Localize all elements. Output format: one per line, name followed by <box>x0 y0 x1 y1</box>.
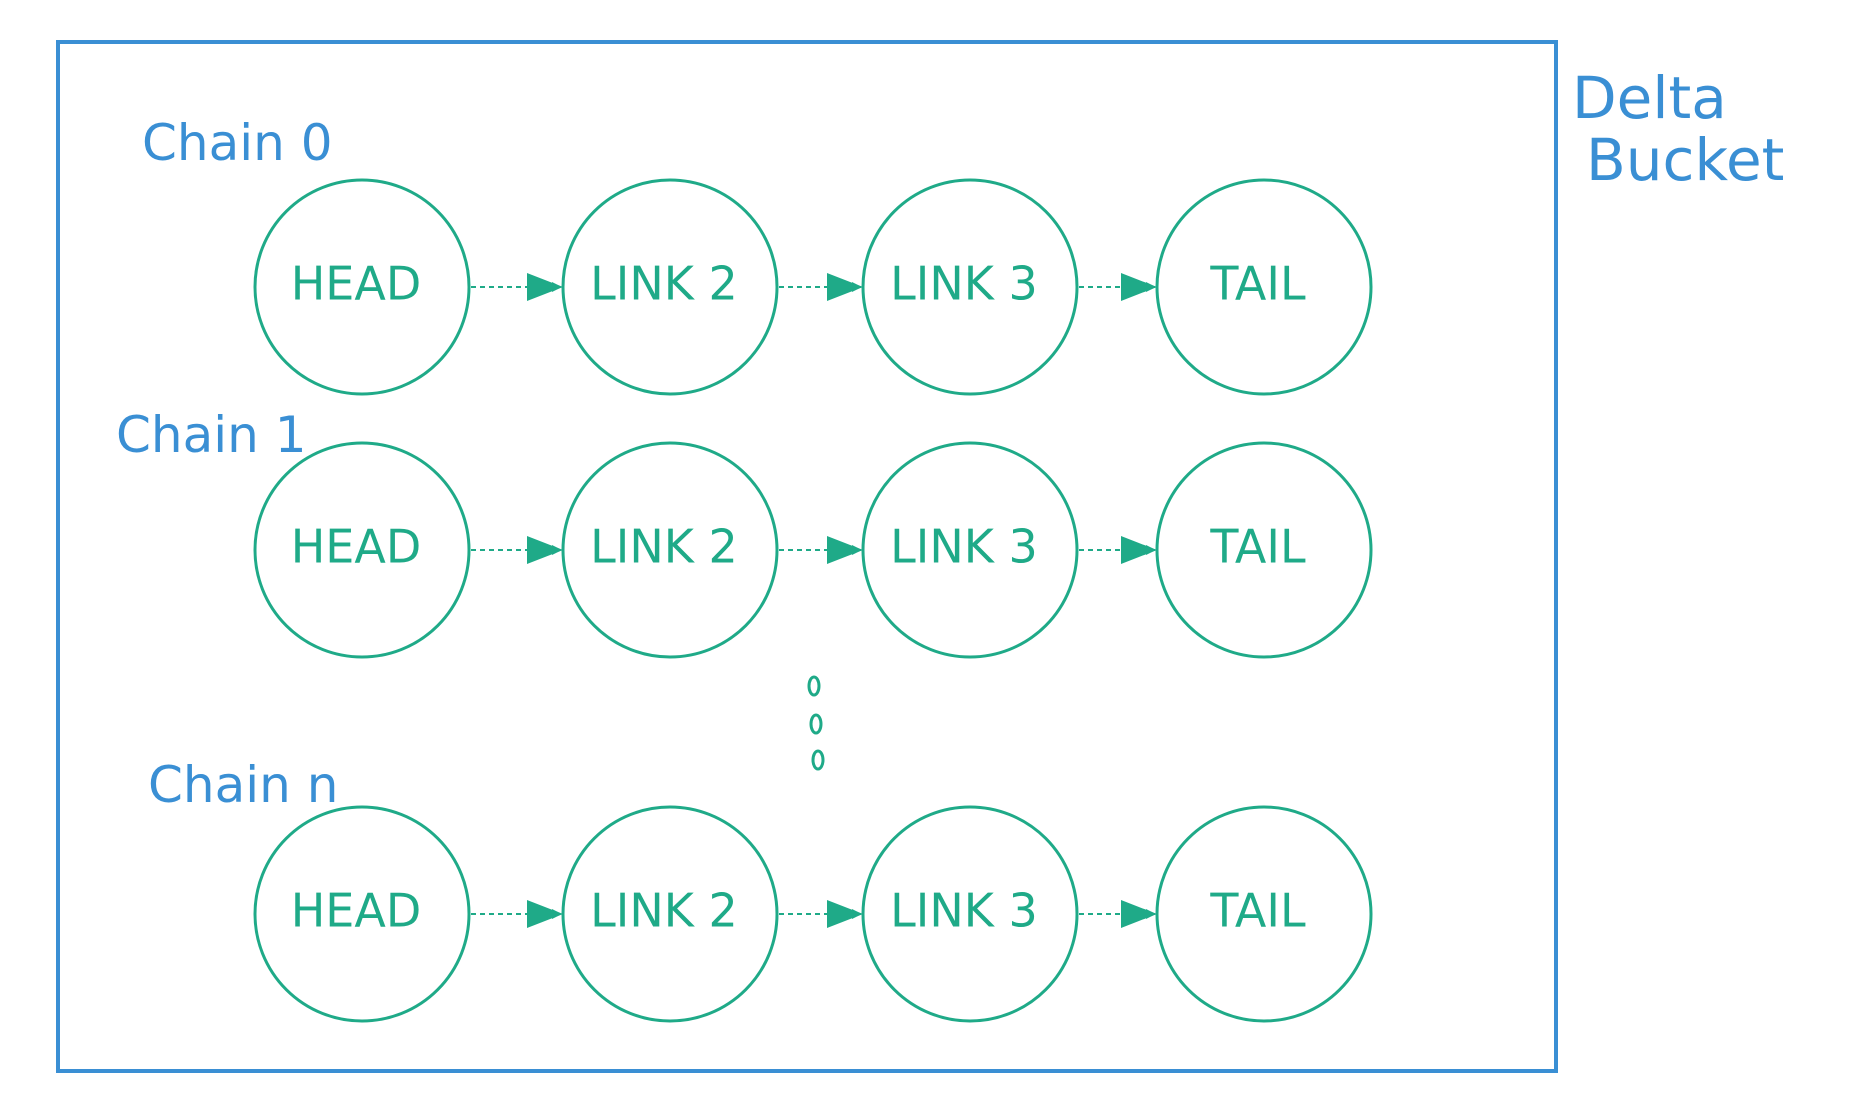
node-label: HEAD <box>291 884 422 938</box>
node-circle <box>561 178 779 396</box>
ellipsis-dot <box>811 749 825 771</box>
chain-0: Chain 0 HEAD LINK 2 LINK 3 TAIL <box>142 114 1373 396</box>
arrowhead-triangle <box>827 273 863 301</box>
chain-node: LINK 3 <box>861 805 1079 1023</box>
arrowhead-triangle <box>1121 273 1157 301</box>
ellipsis-dot <box>807 675 821 697</box>
node-label: LINK 2 <box>590 257 738 311</box>
chain-node: TAIL <box>1155 178 1373 396</box>
node-label: TAIL <box>1209 520 1306 574</box>
arrowhead-triangle <box>527 273 563 301</box>
node-circle <box>861 178 1079 396</box>
bucket-label-line1: Delta <box>1572 64 1727 132</box>
arrowhead-triangle <box>1121 536 1157 564</box>
node-circle <box>861 441 1079 659</box>
node-circle <box>1155 178 1373 396</box>
node-circle <box>561 805 779 1023</box>
chain-node: LINK 2 <box>561 805 779 1023</box>
arrowhead-triangle <box>527 536 563 564</box>
node-label: LINK 3 <box>890 257 1038 311</box>
node-label: LINK 2 <box>590 884 738 938</box>
node-circle <box>561 441 779 659</box>
node-label: HEAD <box>291 257 422 311</box>
chain-node: TAIL <box>1155 805 1373 1023</box>
chain-node: TAIL <box>1155 441 1373 659</box>
arrowhead-triangle <box>827 536 863 564</box>
chain-node: LINK 2 <box>561 441 779 659</box>
arrowhead-triangle <box>827 900 863 928</box>
node-label: LINK 2 <box>590 520 738 574</box>
chain-node: HEAD <box>253 441 471 659</box>
node-circle <box>253 805 471 1023</box>
node-label: LINK 3 <box>890 520 1038 574</box>
node-circle <box>1155 441 1373 659</box>
bucket-label-line2: Bucket <box>1586 126 1784 194</box>
vertical-ellipsis <box>807 675 825 771</box>
chain-node: HEAD <box>253 178 471 396</box>
chain-label: Chain 0 <box>142 114 333 172</box>
arrowhead-triangle <box>527 900 563 928</box>
chain-label: Chain n <box>148 756 338 814</box>
chain-1: Chain 1 HEAD LINK 2 LINK 3 TAIL <box>116 406 1373 659</box>
node-circle <box>253 178 471 396</box>
node-label: TAIL <box>1209 257 1306 311</box>
chain-node: LINK 2 <box>561 178 779 396</box>
chain-node: HEAD <box>253 805 471 1023</box>
node-label: TAIL <box>1209 884 1306 938</box>
chain-2: Chain n HEAD LINK 2 LINK 3 TAIL <box>148 756 1373 1023</box>
node-label: LINK 3 <box>890 884 1038 938</box>
node-circle <box>1155 805 1373 1023</box>
chains-layer: Chain 0 HEAD LINK 2 LINK 3 TAIL Chain 1 HEAD LI… <box>116 114 1373 1023</box>
node-circle <box>861 805 1079 1023</box>
arrowhead-triangle <box>1121 900 1157 928</box>
node-label: HEAD <box>291 520 422 574</box>
chain-node: LINK 3 <box>861 441 1079 659</box>
delta-bucket-frame <box>56 40 1558 1073</box>
ellipsis-dot <box>809 713 823 735</box>
chain-node: LINK 3 <box>861 178 1079 396</box>
chain-label: Chain 1 <box>116 406 307 464</box>
node-circle <box>253 441 471 659</box>
